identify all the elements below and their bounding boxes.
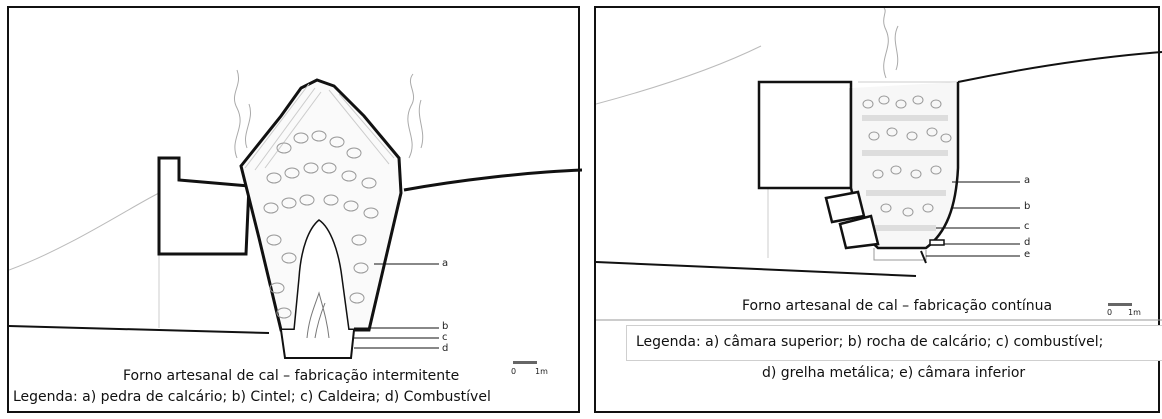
side-opening-lower bbox=[838, 214, 880, 250]
label-b: b bbox=[442, 321, 449, 332]
smoke-plume-2 bbox=[894, 25, 899, 71]
combustion-arch bbox=[293, 219, 350, 331]
metal-grate bbox=[929, 239, 945, 246]
smoke-plume bbox=[883, 8, 889, 79]
scale-start: 0 bbox=[511, 367, 517, 376]
flames bbox=[306, 291, 330, 339]
lower-chamber-edge bbox=[920, 250, 927, 264]
smoke-right bbox=[407, 73, 415, 159]
label-d: d bbox=[442, 343, 449, 354]
label-d: d bbox=[1024, 237, 1031, 248]
continuous-kiln-panel: a b c d e 0 1m Forno artesanal de cal – … bbox=[594, 6, 1162, 413]
left-retaining-wall bbox=[157, 156, 251, 256]
label-c: c bbox=[442, 332, 448, 343]
dome-hatching bbox=[244, 83, 395, 171]
label-e: e bbox=[1024, 249, 1031, 260]
smoke-left-2 bbox=[245, 103, 251, 149]
upper-left-block bbox=[757, 80, 853, 190]
limestone-stones bbox=[263, 130, 379, 319]
caption-legend-line2: d) grelha metálica; e) câmara inferior bbox=[762, 365, 1026, 381]
fuel-chamber bbox=[280, 329, 355, 359]
continuous-kiln-drawing bbox=[596, 8, 1162, 321]
side-opening-upper bbox=[824, 190, 866, 224]
caption-title: Forno artesanal de cal – fabricação inte… bbox=[123, 368, 460, 384]
scale-bar bbox=[513, 361, 537, 364]
ground-line-right bbox=[403, 168, 582, 192]
limestone-stones bbox=[862, 95, 952, 217]
ground-line-top bbox=[957, 51, 1162, 83]
label-c: c bbox=[1024, 221, 1030, 232]
caption-legend: Legenda: a) pedra de calcário; b) Cintel… bbox=[13, 389, 491, 405]
legend-box bbox=[626, 325, 1162, 361]
scale-bar bbox=[1108, 303, 1132, 306]
hillside-line bbox=[596, 45, 762, 105]
label-a: a bbox=[442, 258, 449, 269]
intermittent-kiln-drawing bbox=[9, 69, 582, 364]
ground-line-bottom bbox=[596, 261, 917, 277]
smoke-right-2 bbox=[418, 99, 424, 149]
caption-legend-line1: Legenda: a) câmara superior; b) rocha de… bbox=[636, 334, 1104, 350]
fuel-layers bbox=[862, 115, 948, 231]
scale-end: 1m bbox=[535, 367, 548, 376]
caption-title: Forno artesanal de cal – fabricação cont… bbox=[742, 298, 1053, 314]
label-a: a bbox=[1024, 175, 1031, 186]
ground-line-left bbox=[9, 325, 270, 334]
scale-end: 1m bbox=[1128, 308, 1141, 317]
intermittent-kiln-panel: a b c d 0 1m Forno artesanal de cal – fa… bbox=[7, 6, 582, 413]
lower-chamber bbox=[873, 248, 927, 261]
smoke-left bbox=[233, 69, 241, 159]
label-b: b bbox=[1024, 201, 1031, 212]
hillside-line bbox=[9, 192, 160, 271]
scale-start: 0 bbox=[1107, 308, 1113, 317]
